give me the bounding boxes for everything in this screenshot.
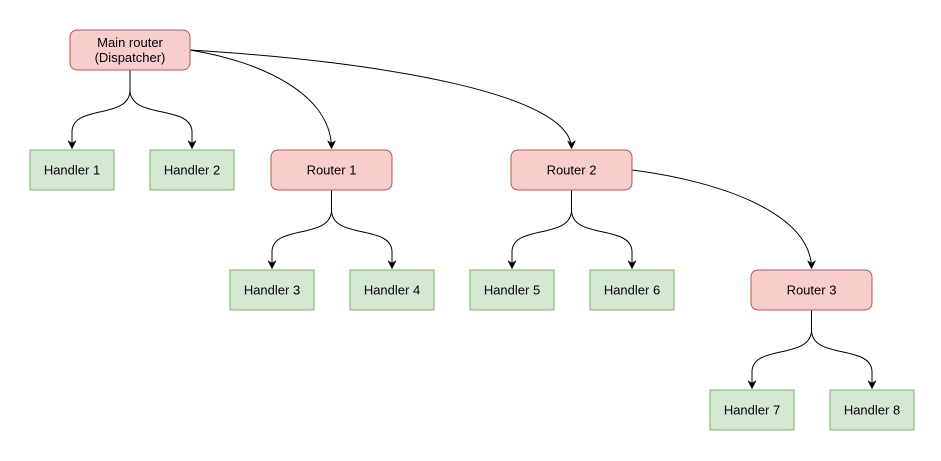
node-box-handler-6 bbox=[589, 269, 675, 311]
node-main-router: Main router(Dispatcher) bbox=[69, 29, 191, 71]
node-label: Handler 8 bbox=[844, 402, 900, 417]
node-label: Handler 1 bbox=[44, 162, 100, 177]
node-box-handler-8 bbox=[829, 389, 915, 431]
node-box-router-3 bbox=[750, 269, 873, 311]
edge-router-2-to-router-3 bbox=[631, 169, 812, 269]
node-handler-5: Handler 5 bbox=[469, 269, 555, 311]
node-box-handler-2 bbox=[149, 149, 235, 191]
node-box-router-2 bbox=[510, 149, 633, 191]
node-label: Handler 3 bbox=[244, 282, 300, 297]
node-box-main-router bbox=[69, 29, 191, 71]
node-box-handler-5 bbox=[469, 269, 555, 311]
edge-layer bbox=[72, 49, 873, 389]
edge-main-router-to-handler-1 bbox=[72, 70, 131, 149]
node-handler-3: Handler 3 bbox=[229, 269, 315, 311]
edge-main-router-to-handler-2 bbox=[129, 70, 192, 149]
edge-main-router-to-router-2 bbox=[189, 49, 572, 149]
node-layer: Main router(Dispatcher) Handler 1 Handler … bbox=[29, 29, 915, 431]
node-handler-7: Handler 7 bbox=[709, 389, 795, 431]
node-label: Router 2 bbox=[547, 162, 597, 177]
node-handler-8: Handler 8 bbox=[829, 389, 915, 431]
node-router-2: Router 2 bbox=[510, 149, 633, 191]
node-box-handler-7 bbox=[709, 389, 795, 431]
node-label: Handler 5 bbox=[484, 282, 540, 297]
node-label: Handler 2 bbox=[164, 162, 220, 177]
node-box-handler-4 bbox=[349, 269, 435, 311]
node-label: Handler 7 bbox=[724, 402, 780, 417]
edge-router-1-to-handler-4 bbox=[331, 190, 393, 269]
node-label: Handler 4 bbox=[364, 282, 420, 297]
node-label: Router 3 bbox=[787, 282, 837, 297]
node-router-3: Router 3 bbox=[750, 269, 873, 311]
edge-main-router-to-router-1 bbox=[189, 49, 332, 149]
node-router-1: Router 1 bbox=[270, 149, 393, 191]
node-box-handler-3 bbox=[229, 269, 315, 311]
node-handler-4: Handler 4 bbox=[349, 269, 435, 311]
node-label: Main router(Dispatcher) bbox=[95, 35, 166, 65]
edge-router-1-to-handler-3 bbox=[272, 190, 332, 269]
node-handler-6: Handler 6 bbox=[589, 269, 675, 311]
edge-router-2-to-handler-6 bbox=[571, 190, 633, 269]
edge-router-3-to-handler-7 bbox=[752, 310, 812, 389]
node-box-router-1 bbox=[270, 149, 393, 191]
node-box-handler-1 bbox=[29, 149, 115, 191]
node-label: Router 1 bbox=[307, 162, 357, 177]
node-handler-1: Handler 1 bbox=[29, 149, 115, 191]
node-label: Handler 6 bbox=[604, 282, 660, 297]
edge-router-2-to-handler-5 bbox=[512, 190, 572, 269]
node-handler-2: Handler 2 bbox=[149, 149, 235, 191]
edge-router-3-to-handler-8 bbox=[811, 310, 873, 389]
